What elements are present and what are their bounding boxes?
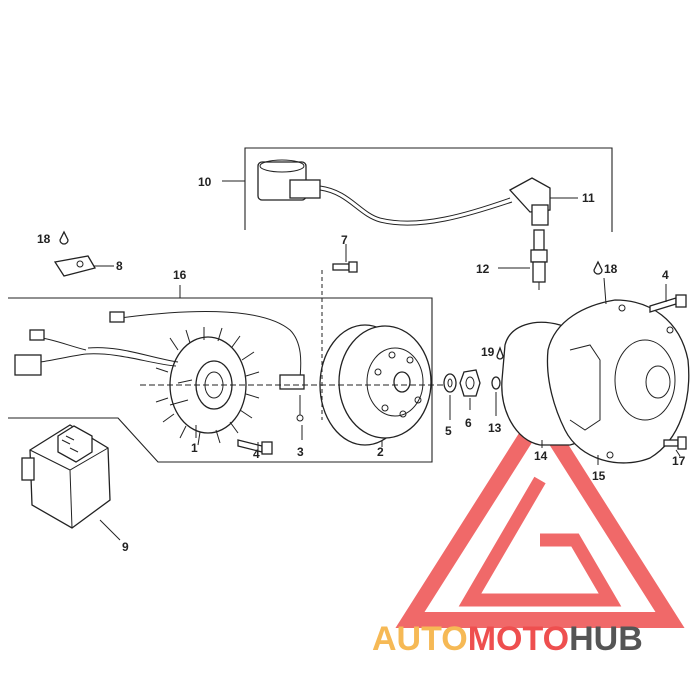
watermark-hub: HUB	[569, 620, 643, 658]
callout-13: 13	[488, 421, 502, 435]
nut-6	[459, 369, 481, 397]
callout-2: 2	[377, 445, 384, 459]
watermark-logo	[395, 400, 685, 628]
generator-cover-15	[546, 299, 690, 464]
watermark-auto: AUTO	[372, 620, 468, 658]
callout-4-left: 4	[253, 447, 260, 461]
callout-labels: 1 2 3 4 4 5 6 7 8 9 10 11 12 13 14 15 16…	[37, 175, 686, 554]
callout-7: 7	[341, 233, 348, 247]
callout-14: 14	[534, 449, 548, 463]
washer-13	[491, 376, 501, 390]
clamp-8	[53, 255, 96, 277]
sealant-drop-19	[496, 346, 504, 360]
callout-4-right: 4	[662, 268, 669, 282]
callout-9: 9	[122, 540, 129, 554]
bolt-7	[332, 261, 358, 273]
group-10-bracket	[244, 147, 613, 232]
callout-3: 3	[297, 445, 304, 459]
callout-18-left: 18	[37, 232, 51, 246]
callout-6: 6	[465, 416, 472, 430]
sealant-drop-18-left	[59, 230, 69, 245]
callout-12: 12	[476, 262, 490, 276]
ignition-coil	[257, 159, 513, 226]
wiring-harness	[14, 310, 305, 422]
group-16-frame	[8, 297, 433, 463]
callout-1: 1	[191, 441, 198, 455]
callout-8: 8	[116, 259, 123, 273]
leader-lines	[94, 197, 681, 541]
callout-11: 11	[582, 191, 595, 205]
bolt-17	[663, 436, 687, 450]
stator	[155, 327, 260, 446]
watermark-moto: MOTO	[468, 620, 569, 658]
callout-19: 19	[481, 345, 495, 359]
callout-16: 16	[173, 268, 187, 282]
spark-plug	[530, 229, 548, 290]
bolt-4-left	[237, 439, 273, 455]
spark-plug-cap	[508, 177, 551, 226]
callout-10: 10	[198, 175, 212, 189]
callout-17: 17	[672, 454, 686, 468]
callout-5: 5	[445, 424, 452, 438]
washer-5	[443, 373, 457, 393]
callout-15: 15	[592, 469, 606, 483]
watermark-text: AUTOMOTOHUB	[372, 620, 643, 658]
cdi-unit	[21, 424, 111, 529]
callout-18-right: 18	[604, 262, 618, 276]
sealant-drop-18-right	[593, 260, 603, 275]
bolt-4-right	[649, 294, 687, 313]
